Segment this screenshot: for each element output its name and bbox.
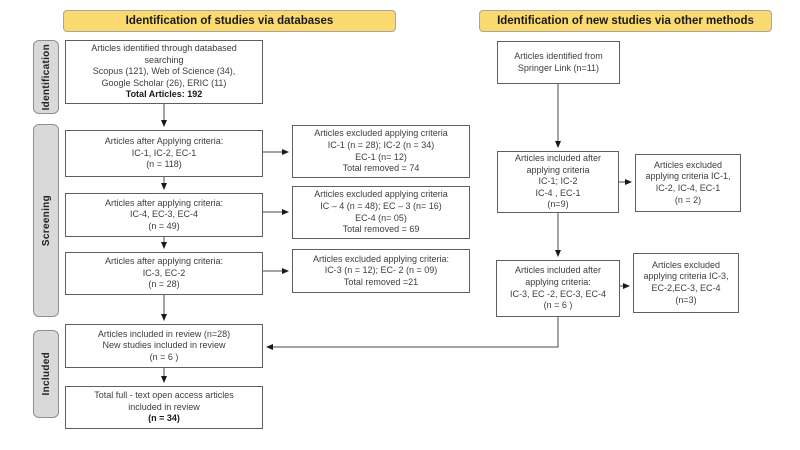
node-line: IC – 4 (n = 48); EC – 3 (n= 16)	[320, 200, 442, 211]
node-database-search: Articles identified through databased se…	[65, 40, 263, 104]
node-line: Total removed = 69	[342, 224, 420, 235]
node-line: EC-2,EC-3, EC-4	[651, 283, 721, 293]
node-line: Scopus (121), Web of Science (34),	[92, 66, 236, 77]
node-line: Articles included after	[514, 265, 602, 276]
node-line: applying criteria:	[525, 276, 591, 287]
node-line: IC-1 (n = 28); IC-2 (n = 34)	[327, 139, 435, 150]
node-line: Google Scholar (26), ERIC (11)	[101, 77, 227, 88]
header-other-methods-label: Identification of new studies via other …	[497, 15, 754, 27]
node-line: Articles after applying criteria:	[104, 197, 224, 208]
node-other-excluded-2: Articles excluded applying criteria IC-3…	[633, 253, 739, 313]
node-criteria-2: Articles after applying criteria: IC-4, …	[65, 193, 263, 237]
node-line: searching	[144, 54, 184, 65]
phase-screening: Screening	[33, 124, 59, 317]
node-line: applying criteria IC-1,	[645, 171, 731, 182]
node-other-excluded-1: Articles excluded applying criteria IC-1…	[635, 154, 741, 212]
node-line: (n = 6 )	[149, 351, 179, 362]
node-total-full-text: Total full - text open access articles i…	[65, 386, 263, 429]
node-line: Articles excluded	[651, 259, 721, 270]
node-line: Articles excluded	[653, 159, 723, 170]
node-line: applying criteria IC-3,	[643, 271, 729, 282]
node-springer: Articles identified from Springer Link (…	[497, 41, 620, 84]
node-line: Articles included after	[514, 153, 602, 164]
header-databases: Identification of studies via databases	[63, 10, 396, 32]
node-line: (n = 2)	[674, 194, 702, 205]
node-line: applying criteria	[526, 164, 590, 175]
node-line: IC-2, IC-4, EC-1	[655, 183, 721, 193]
node-line: Total removed = 74	[342, 163, 420, 174]
node-line: IC-3, EC-2	[142, 267, 186, 278]
node-line-total-included: (n = 34)	[148, 413, 180, 424]
node-other-included-1: Articles included after applying criteri…	[497, 151, 619, 213]
node-line: Total removed =21	[343, 276, 419, 287]
node-line: IC-4, EC-3, EC-4	[129, 209, 198, 220]
node-line: IC-3, EC -2, EC-3, EC-4	[509, 288, 607, 299]
node-line: Articles identified from	[514, 50, 603, 61]
node-line: IC-1; IC-2	[538, 176, 578, 187]
phase-included: Included	[33, 330, 59, 418]
node-line: (n=9)	[547, 199, 569, 210]
node-line-total-articles: Total Articles: 192	[125, 89, 203, 100]
node-other-included-2: Articles included after applying criteri…	[496, 260, 620, 317]
header-other-methods: Identification of new studies via other …	[479, 10, 772, 32]
node-line: Articles after applying criteria:	[104, 256, 224, 267]
node-excluded-1: Articles excluded applying criteria IC-1…	[292, 125, 470, 178]
node-line: Total full - text open access articles	[94, 390, 234, 401]
node-line: (n = 49)	[148, 220, 180, 231]
node-included-review: Articles included in review (n=28) New s…	[65, 324, 263, 368]
phase-screening-label: Screening	[40, 194, 52, 247]
node-line: (n = 28)	[148, 279, 180, 290]
header-databases-label: Identification of studies via databases	[125, 15, 334, 27]
phase-identification: Identification	[33, 40, 59, 114]
node-criteria-1: Articles after Applying criteria: IC-1, …	[65, 130, 263, 177]
node-line: Articles excluded applying criteria:	[312, 253, 450, 264]
node-line: Articles after Applying criteria:	[104, 136, 224, 147]
node-line: Articles identified through databased	[91, 43, 237, 54]
phase-included-label: Included	[40, 352, 52, 396]
node-line: IC-3 (n = 12); EC- 2 (n = 09)	[324, 265, 438, 276]
phase-identification-label: Identification	[40, 43, 52, 111]
node-line: Articles included in review (n=28)	[97, 328, 231, 339]
node-line: Springer Link (n=11)	[517, 62, 600, 73]
node-line: IC-1, IC-2, EC-1	[131, 147, 197, 158]
node-line: EC-1 (n= 12)	[355, 151, 407, 162]
node-line: New studies included in review	[102, 340, 226, 351]
node-criteria-3: Articles after applying criteria: IC-3, …	[65, 252, 263, 295]
node-line: (n = 6 )	[543, 300, 573, 311]
node-excluded-3: Articles excluded applying criteria: IC-…	[292, 249, 470, 293]
node-line: IC-4 , EC-1	[535, 187, 581, 198]
node-line: Articles excluded applying criteria	[314, 189, 448, 200]
node-line: EC-4 (n= 05)	[355, 212, 407, 223]
node-line: included in review	[128, 401, 200, 412]
node-excluded-2: Articles excluded applying criteria IC –…	[292, 186, 470, 239]
node-line: (n=3)	[675, 294, 697, 305]
node-line: (n = 118)	[146, 159, 182, 170]
node-line: Articles excluded applying criteria	[314, 128, 448, 139]
